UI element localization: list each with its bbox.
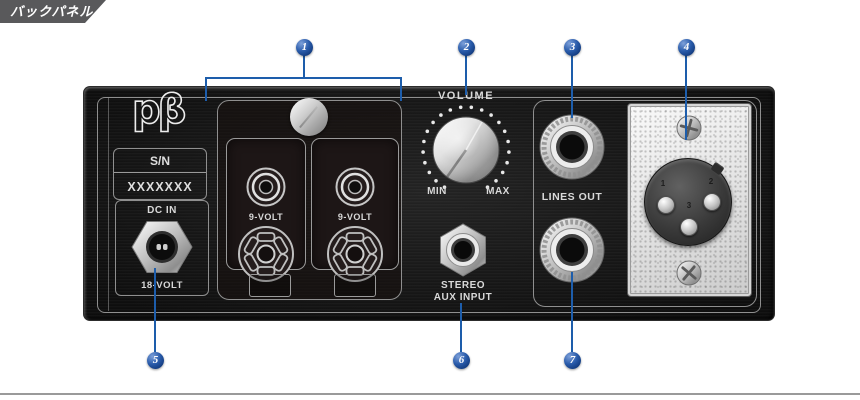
xlr-plate: 1 2 3 [627,103,752,297]
output-section-outline [533,100,757,307]
brand-logo: pβ [131,86,187,134]
battery-connector-rings [335,167,375,207]
callout-line-1-tick-left [205,77,207,101]
callout-line-1-stem [303,55,305,78]
volume-knob [421,105,511,189]
dc-power-jack [131,221,193,273]
battery-label-right: 9-VOLT [337,212,373,222]
line-out-jack-top [539,114,605,180]
aux-input-label-line2: AUX INPUT [433,292,493,303]
header-tab: バックパネル [0,0,106,23]
battery-compartment: 9-VOLT [217,98,402,300]
panel-left-outline-line [108,97,109,311]
battery-latch-tab-right [334,274,376,297]
back-panel-photo: pβ S/N XXXXXXX DC IN 18-VOLT [84,86,774,320]
thumb-screw [290,98,328,136]
phillips-screw-top-icon [676,115,702,141]
battery-door-right: 9-VOLT [311,138,399,282]
callout-line-6 [460,303,462,352]
aux-input-label-line1: STEREO [440,280,486,291]
xlr-pin-number-1: 1 [660,179,666,188]
callout-line-1-bracket [205,77,402,79]
header-tab-label: バックパネル [10,4,94,19]
xlr-pin-3 [680,218,698,236]
phillips-screw-bottom-icon [676,260,702,286]
callout-5: 5 [147,352,164,369]
xlr-latch-notch [710,161,725,176]
callout-line-5 [154,268,156,352]
battery-snap-connector [238,226,294,282]
battery-label-left: 9-VOLT [248,212,284,222]
dc-voltage-label: 18-VOLT [141,280,183,291]
callout-7: 7 [564,352,581,369]
volume-min-label: MIN [427,186,447,197]
callout-6: 6 [453,352,470,369]
bottom-divider [0,393,860,395]
callout-1: 1 [296,39,313,56]
xlr-pin-number-3: 3 [686,201,692,210]
volume-scale-dots [421,105,511,189]
serial-label: S/N [114,149,206,173]
xlr-connector: 1 2 3 [644,158,732,246]
lines-out-label: LINES OUT [541,191,603,203]
callout-3: 3 [564,39,581,56]
aux-input-jack [440,223,486,277]
callout-line-3 [571,55,573,118]
battery-connector-rings [246,167,286,207]
callout-line-7 [571,272,573,352]
callout-2: 2 [458,39,475,56]
battery-door-left: 9-VOLT [226,138,306,282]
volume-max-label: MAX [486,186,510,197]
serial-value: XXXXXXX [127,180,193,194]
battery-snap-connector [327,226,383,282]
volume-label: VOLUME [437,90,495,102]
line-out-jack-bottom [539,217,605,283]
xlr-pin-number-2: 2 [708,177,714,186]
panel-inner-outline [97,97,761,313]
callout-line-1-tick-right [400,77,402,101]
xlr-pin-1 [657,196,675,214]
battery-latch-tab-left [249,274,291,297]
dc-in-label: DC IN [147,205,177,216]
dc-in-section: DC IN 18-VOLT [115,200,209,296]
callout-4: 4 [678,39,695,56]
serial-box: S/N XXXXXXX [113,148,207,200]
callout-line-4 [685,55,687,140]
xlr-pin-2 [703,193,721,211]
callout-line-2 [465,55,467,95]
